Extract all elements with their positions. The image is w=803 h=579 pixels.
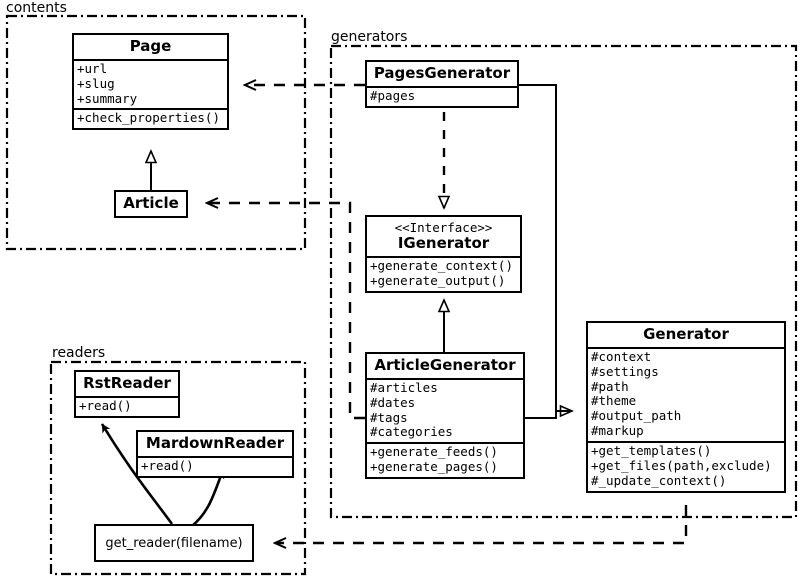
class-operations-generator: +get_templates() +get_files(path,exclude…	[588, 441, 784, 491]
class-attribute: #dates	[370, 394, 416, 410]
edge-articlegenerator-to-article	[207, 203, 365, 420]
class-name-igenerator: <<Interface>> IGenerator	[367, 217, 520, 256]
class-operation: #_update_context()	[591, 472, 727, 488]
class-attribute: #pages	[370, 87, 416, 103]
class-operation: +read()	[79, 397, 132, 413]
class-attribute: #theme	[591, 393, 637, 409]
class-attribute: #settings	[591, 363, 659, 379]
class-box-mardownreader[interactable]: MardownReader +read()	[136, 430, 294, 478]
class-operations-articlegenerator: +generate_feeds() +generate_pages()	[367, 442, 523, 477]
class-attributes-page: +url +slug +summary	[74, 58, 227, 109]
class-box-generator[interactable]: Generator #context #settings #path #them…	[586, 321, 786, 493]
class-box-page[interactable]: Page +url +slug +summary +check_properti…	[72, 33, 229, 131]
class-name-text-igenerator: IGenerator	[397, 234, 490, 252]
class-operation: +generate_output()	[370, 272, 506, 288]
class-name-generator: Generator	[643, 325, 729, 343]
class-name-articlegenerator: ArticleGenerator	[374, 356, 516, 374]
class-operation: +generate_feeds()	[370, 444, 498, 460]
class-attribute: #articles	[370, 379, 438, 395]
class-attributes-pagesgenerator: #pages	[367, 85, 517, 106]
class-operation: +check_properties()	[77, 110, 220, 126]
class-attributes-articlegenerator: #articles #dates #tags #categories	[367, 377, 523, 443]
class-operation: +get_files(path,exclude)	[591, 457, 772, 473]
class-name-article: Article	[123, 194, 179, 212]
class-operations-mardownreader: +read()	[138, 455, 292, 476]
class-box-article[interactable]: Article	[114, 190, 188, 218]
class-operation: +generate_pages()	[370, 459, 498, 475]
class-name-mardownreader: MardownReader	[145, 434, 285, 452]
class-stereotype-igenerator: <<Interface>>	[394, 220, 493, 235]
package-label-contents: contents	[6, 0, 67, 16]
class-operation: +read()	[141, 457, 194, 473]
class-box-igenerator[interactable]: <<Interface>> IGenerator +generate_conte…	[365, 215, 522, 293]
class-box-pagesgenerator[interactable]: PagesGenerator #pages	[365, 60, 519, 108]
class-attribute: #tags	[370, 409, 408, 425]
class-attribute: #context	[591, 348, 652, 364]
class-operation: +generate_context()	[370, 257, 513, 273]
class-box-rstreader[interactable]: RstReader +read()	[74, 370, 180, 418]
edge-pagesgenerator-to-generator	[519, 84, 572, 411]
class-attribute: #path	[591, 378, 629, 394]
class-attribute: +slug	[77, 75, 115, 91]
class-operations-rstreader: +read()	[76, 395, 178, 416]
class-name-rstreader: RstReader	[83, 374, 171, 392]
class-attribute: #categories	[370, 424, 453, 440]
class-name-pagesgenerator: PagesGenerator	[373, 64, 511, 82]
class-attribute: +url	[77, 60, 108, 76]
package-label-readers: readers	[52, 345, 106, 361]
class-box-articlegenerator[interactable]: ArticleGenerator #articles #dates #tags …	[365, 352, 525, 480]
class-operations-page: +check_properties()	[74, 108, 227, 128]
class-operation: +get_templates()	[591, 443, 712, 459]
edge-generator-to-getreader	[275, 505, 688, 543]
class-attributes-generator: #context #settings #path #theme #output_…	[588, 346, 784, 441]
class-attribute: +summary	[77, 90, 138, 106]
function-box-get-reader[interactable]: get_reader(filename)	[94, 524, 254, 562]
class-attribute: #markup	[591, 423, 644, 439]
package-label-generators: generators	[331, 29, 408, 45]
class-attribute: #output_path	[591, 408, 682, 424]
class-name-page: Page	[129, 37, 172, 55]
function-label-get-reader: get_reader(filename)	[105, 535, 243, 551]
class-operations-igenerator: +generate_context() +generate_output()	[367, 255, 520, 291]
edge-articlegenerator-to-generator	[525, 410, 572, 419]
edge-getreader-to-mardownreader	[191, 469, 225, 528]
